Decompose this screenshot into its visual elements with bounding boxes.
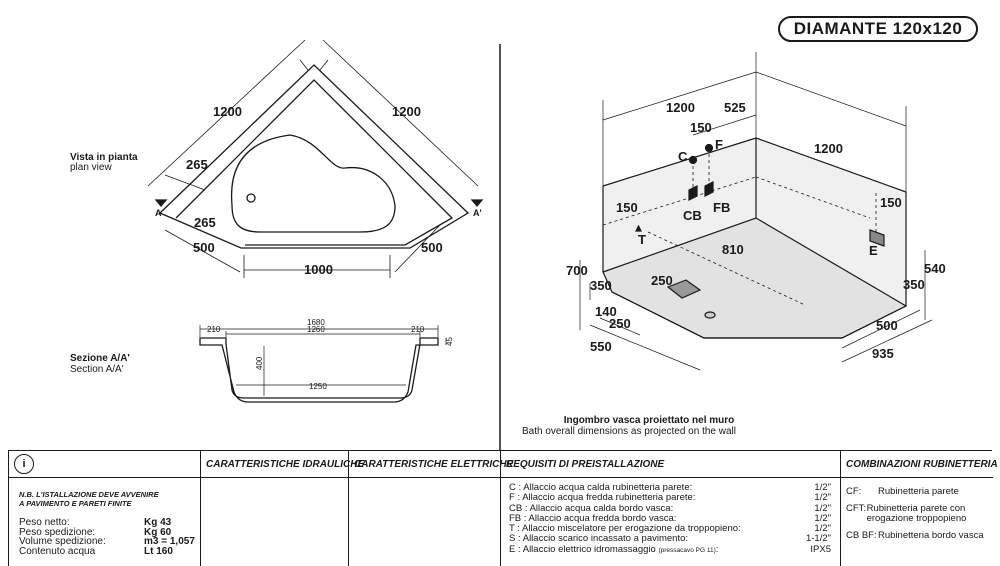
technical-drawing: 1200 1200 265 265 500 500 1000 A A' Vist… [70, 39, 946, 450]
plan-caption-en: plan view [70, 162, 112, 173]
install-note-line2: A PAVIMENTO E PARETI FINITE [19, 499, 132, 508]
iso-dim-1200-left: 1200 [666, 100, 695, 115]
requirement-row: CB : Allaccio acqua calda bordo vasca:1/… [509, 502, 831, 514]
header-taps: COMBINAZIONI RUBINETTERIA [841, 451, 998, 478]
col-requirements: REQUISITI DI PREISTALLAZIONE C : Allacci… [501, 451, 841, 566]
product-title-text: DIAMANTE 120x120 [793, 19, 963, 38]
requirements-list: C : Allaccio acqua calda rubinetteria pa… [509, 482, 831, 556]
iso-dim-140: 140 [595, 304, 617, 319]
col-electric: CARATTERISTICHE ELETTRICHE [349, 451, 513, 566]
iso-caption-it: Ingombro vasca proiettato nel muro [564, 415, 735, 426]
plan-mark-a2: A' [473, 208, 482, 218]
section-caption-en: Section A/A' [70, 364, 124, 375]
iso-dim-150-top: 150 [690, 120, 712, 135]
spec-list: Peso netto:Kg 43 Peso spedizione:Kg 60 V… [19, 518, 195, 556]
plan-dim-265-top: 265 [186, 157, 208, 172]
header-hydraulic: CARATTERISTICHE IDRAULICHE [201, 451, 364, 478]
iso-dim-525: 525 [724, 100, 746, 115]
iso-dim-500: 500 [876, 318, 898, 333]
plan-dim-1000: 1000 [304, 262, 333, 277]
plan-dim-500-left: 500 [193, 240, 215, 255]
header-requirements: REQUISITI DI PREISTALLAZIONE [501, 451, 840, 478]
plan-view [147, 39, 484, 278]
section-dim-1250: 1250 [309, 382, 327, 391]
requirement-row: S : Allaccio scarico incassato a pavimen… [509, 533, 831, 545]
iso-dim-150-left: 150 [616, 200, 638, 215]
plan-rim [175, 79, 454, 246]
plan-mark-a: A [155, 208, 162, 218]
section-view [199, 325, 447, 403]
iso-dim-1200-right: 1200 [814, 141, 843, 156]
info-icon: i [14, 454, 34, 474]
plan-drain [246, 193, 256, 203]
section-dim-1680: 1680 [307, 318, 325, 327]
info-table: i N.B. L'ISTALLAZIONE DEVE AVVENIRE A PA… [8, 450, 998, 566]
section-dim-210-right: 210 [411, 325, 425, 334]
product-title: DIAMANTE 120x120 [778, 16, 978, 42]
iso-label-fb: FB [713, 200, 730, 215]
install-note-line1: N.B. L'ISTALLAZIONE DEVE AVVENIRE [19, 490, 159, 499]
iso-dim-250-bottom: 250 [609, 316, 631, 331]
iso-label-e: E [869, 243, 878, 258]
iso-dim-810: 810 [722, 242, 744, 257]
iso-dim-935: 935 [872, 346, 894, 361]
iso-label-cb: CB [683, 208, 702, 223]
taps-list: CF:Rubinetteria parete CFT:Rubinetteria … [846, 486, 996, 547]
plan-caption-it: Vista in pianta [70, 152, 138, 163]
iso-dim-540: 540 [924, 261, 946, 276]
spec-row: Peso spedizione:Kg 60 [19, 526, 172, 538]
tap-row: CFT:Rubinetteria parete con erogazione t… [846, 502, 967, 524]
plan-outline [158, 64, 470, 249]
plan-basin [230, 134, 396, 233]
iso-label-t: T [638, 232, 646, 247]
col-taps: COMBINAZIONI RUBINETTERIA CF:Rubinetteri… [841, 451, 998, 566]
plan-dim-left: 1200 [213, 104, 242, 119]
iso-label-f: F [715, 137, 723, 152]
requirement-row: C : Allaccio acqua calda rubinetteria pa… [509, 482, 831, 493]
col-hydraulic: CARATTERISTICHE IDRAULICHE [201, 451, 364, 566]
isometric-view [579, 52, 933, 371]
requirement-row: T : Allaccio miscelatore per erogazione … [509, 523, 831, 535]
section-shape [199, 337, 439, 403]
requirement-row: E : Allaccio elettrico idromassaggio (pr… [509, 543, 831, 555]
tap-row: CF:Rubinetteria parete [846, 486, 959, 497]
iso-dim-550: 550 [590, 339, 612, 354]
iso-dim-700: 700 [566, 263, 588, 278]
section-dim-1260: 1260 [307, 325, 325, 334]
iso-label-c: C [678, 149, 688, 164]
col-general: i N.B. L'ISTALLAZIONE DEVE AVVENIRE A PA… [9, 451, 201, 566]
tap-row: CB BF:Rubinetteria bordo vasca [846, 529, 984, 541]
section-dim-45: 45 [445, 337, 454, 346]
plan-dim-right: 1200 [392, 104, 421, 119]
section-dim-210-left: 210 [207, 325, 221, 334]
spec-row: Peso netto:Kg 43 [19, 517, 172, 528]
install-note: N.B. L'ISTALLAZIONE DEVE AVVENIRE A PAVI… [19, 490, 189, 508]
requirement-row: FB : Allaccio acqua fredda bordo vasca:1… [509, 512, 831, 524]
iso-dim-350-left: 350 [590, 278, 612, 293]
iso-dim-250-top: 250 [651, 273, 673, 288]
iso-dim-150-right: 150 [880, 195, 902, 210]
plan-dim-265-bottom: 265 [194, 215, 216, 230]
iso-dim-350-right: 350 [903, 277, 925, 292]
header-info: i [9, 451, 200, 478]
section-caption-it: Sezione A/A' [70, 353, 130, 364]
plan-dim-500-right: 500 [421, 240, 443, 255]
iso-caption-en: Bath overall dimensions as projected on … [522, 426, 736, 437]
header-electric: CARATTERISTICHE ELETTRICHE [349, 451, 513, 478]
spec-row: Volume spedizione:m3 = 1,057 [19, 536, 195, 547]
requirement-row: F : Allaccio acqua fredda rubinetteria p… [509, 492, 831, 504]
section-dim-400: 400 [255, 356, 264, 370]
